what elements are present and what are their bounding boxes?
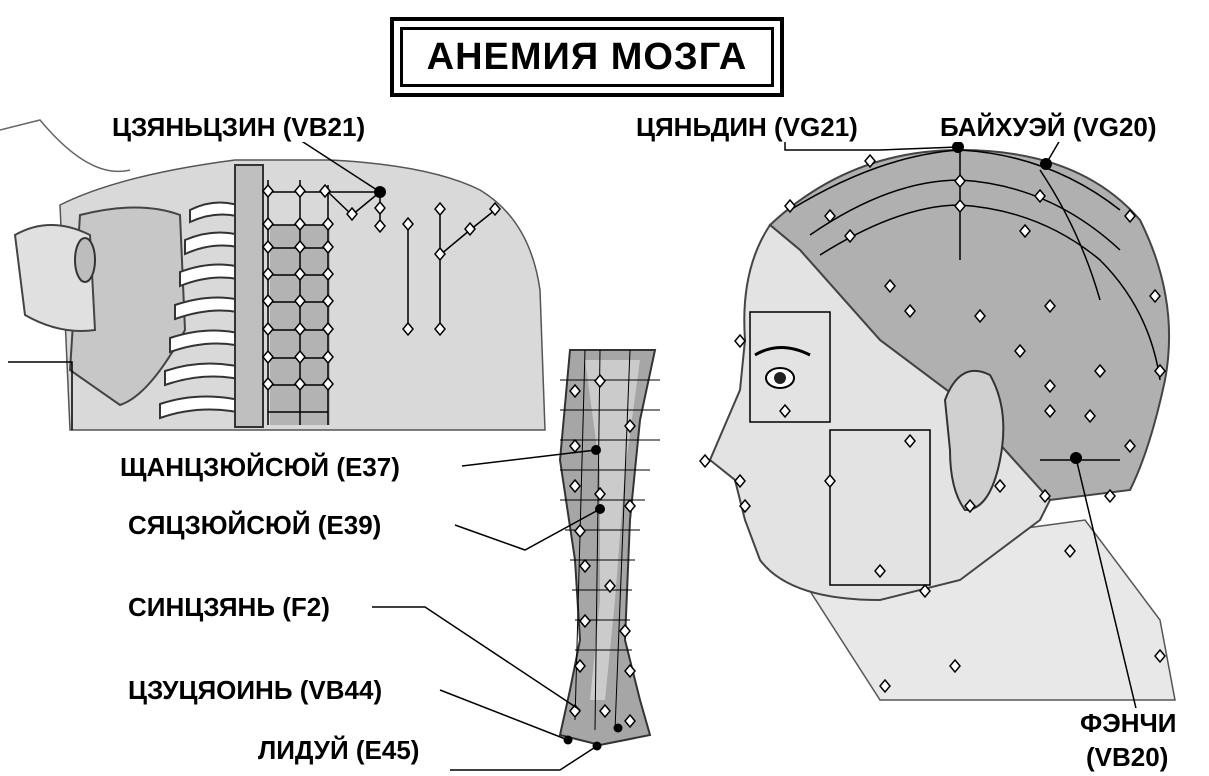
label-f2: СИНЦЗЯНЬ (F2) (128, 592, 330, 622)
back-figure (0, 120, 545, 430)
label-e37: ЩАНЦЗЮЙСЮЙ (E37) (120, 452, 400, 482)
label-vg21: ЦЯНЬДИН (VG21) (636, 112, 858, 142)
label-e39: СЯЦЗЮЙСЮЙ (E39) (128, 510, 381, 540)
title-box: АНЕМИЯ МОЗГА (390, 17, 784, 97)
humerus-head (75, 238, 95, 282)
page-title: АНЕМИЯ МОЗГА (394, 21, 780, 93)
label-vb20-line2: (VB20) (1086, 742, 1168, 772)
label-vg20: БАЙХУЭЙ (VG20) (940, 112, 1157, 142)
point-f2 (614, 724, 623, 733)
label-e45: ЛИДУЙ (E45) (258, 735, 419, 765)
head-figure (700, 140, 1175, 725)
spine (235, 165, 263, 427)
label-vb20-line1: ФЭНЧИ (1080, 708, 1176, 738)
label-vb44: ЦЗУЦЯОИНЬ (VB44) (128, 675, 382, 705)
label-vb21: ЦЗЯНЬЦЗИН (VB21) (112, 112, 365, 142)
